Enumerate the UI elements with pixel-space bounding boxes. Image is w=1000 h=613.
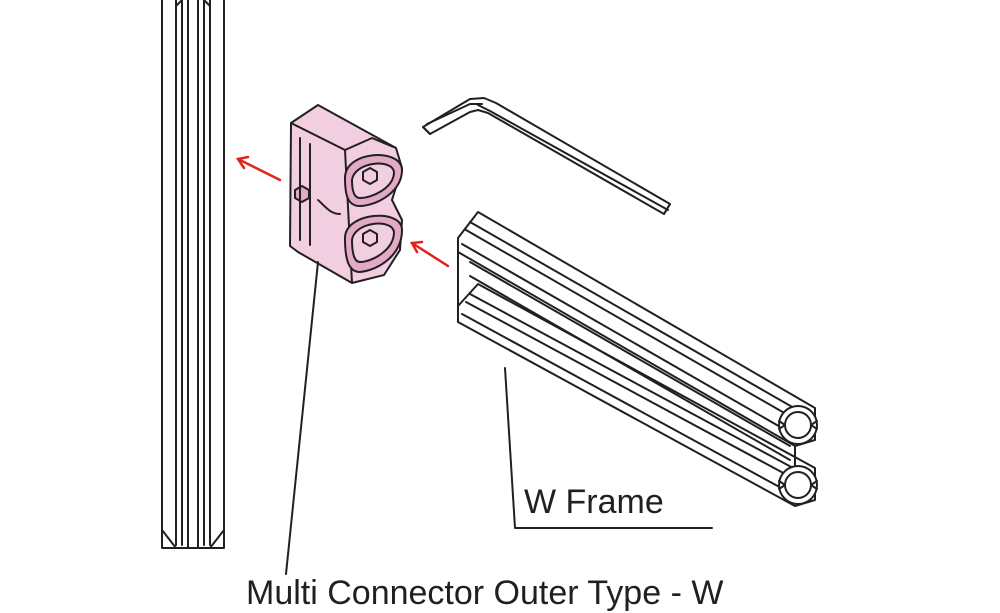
multi-connector [289,104,403,284]
connector-leader [285,261,319,575]
connector-label: Multi Connector Outer Type - W [246,574,724,612]
hex-key [422,97,671,215]
arrow-to-vertical-pipe [235,155,282,182]
w-frame-label: W Frame [524,483,664,521]
assembly-diagram [161,0,818,575]
w-frame-leader [504,367,713,529]
arrow-to-connector [409,240,450,268]
w-frame-profile [457,211,818,507]
callout-leaders [285,261,713,575]
vertical-pipe [161,0,225,549]
